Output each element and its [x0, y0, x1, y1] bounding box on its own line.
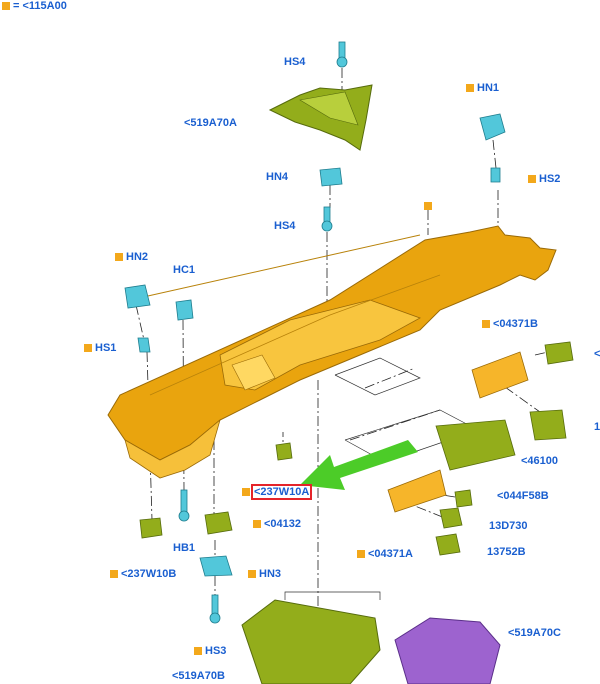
- green-clips: [139, 341, 574, 556]
- callout-hn3[interactable]: HN3: [248, 568, 281, 580]
- callout-hs3[interactable]: HS3: [194, 645, 226, 657]
- fasteners: [124, 41, 506, 624]
- console-519a70c-shape: [394, 617, 501, 684]
- callout-text: 13D730: [489, 520, 528, 532]
- callout-237w10b[interactable]: <237W10B: [110, 568, 176, 580]
- callout-text: HS4: [274, 220, 296, 232]
- callout-519a70c[interactable]: <519A70C: [508, 627, 561, 639]
- callout-hs2[interactable]: HS2: [528, 173, 560, 185]
- callout-hs4-mid[interactable]: HS4: [274, 220, 295, 232]
- callout-text: HN3: [259, 568, 282, 580]
- marker-icon: [424, 202, 432, 210]
- callout-46100[interactable]: <46100: [521, 455, 558, 467]
- callout-13d730[interactable]: 13D730: [489, 520, 528, 532]
- callout-hn2[interactable]: HN2: [115, 251, 148, 263]
- marker-icon: [194, 647, 202, 655]
- marker-panel: [424, 200, 435, 212]
- legend: = <115A00: [2, 0, 67, 12]
- callout-04132[interactable]: <04132: [253, 518, 301, 530]
- callout-519a70a[interactable]: <519A70A: [184, 117, 237, 129]
- green-arrow: [300, 440, 418, 490]
- bracket-519a70b-shape: [241, 599, 381, 684]
- callout-044f58b[interactable]: <044F58B: [497, 490, 549, 502]
- callout-hs1[interactable]: HS1: [84, 342, 116, 354]
- callout-text: HN1: [477, 82, 500, 94]
- callout-right-edge-2[interactable]: 1: [594, 421, 600, 433]
- callout-text: <519A70A: [184, 117, 237, 129]
- callout-text: <04371A: [368, 548, 413, 560]
- marker-icon: [242, 488, 250, 496]
- marker-icon: [466, 84, 474, 92]
- callout-text: <: [594, 348, 600, 360]
- callout-04371a[interactable]: <04371A: [357, 548, 413, 560]
- callout-text: HS3: [205, 645, 227, 657]
- callout-text: <04371B: [493, 318, 538, 330]
- marker-icon: [248, 570, 256, 578]
- callout-04371b[interactable]: <04371B: [482, 318, 538, 330]
- instrument-panel-shape: [107, 225, 557, 479]
- marker-icon: [482, 320, 490, 328]
- callout-text: 1: [594, 421, 600, 433]
- callout-text: <46100: [521, 455, 559, 467]
- callout-text: HN4: [266, 171, 289, 183]
- callout-text: HS1: [95, 342, 117, 354]
- callout-hs4-top[interactable]: HS4: [284, 56, 305, 68]
- bracket-519a70a-shape: [268, 84, 373, 151]
- callout-text: <519A70B: [172, 670, 225, 682]
- callout-13752b[interactable]: 13752B: [487, 546, 526, 558]
- callout-text: HS4: [284, 56, 306, 68]
- callout-text: <237W10B: [121, 568, 177, 580]
- callout-text: HB1: [173, 542, 196, 554]
- marker-icon: [110, 570, 118, 578]
- marker-icon: [357, 550, 365, 558]
- callout-hn4[interactable]: HN4: [266, 171, 288, 183]
- callout-text: HC1: [173, 264, 196, 276]
- callout-519a70b[interactable]: <519A70B: [172, 670, 225, 682]
- callout-text: HN2: [126, 251, 149, 263]
- legend-text: = <115A00: [13, 0, 67, 12]
- marker-icon: [528, 175, 536, 183]
- legend-marker: [2, 2, 10, 10]
- marker-icon: [84, 344, 92, 352]
- callout-text: 13752B: [487, 546, 526, 558]
- marker-icon: [253, 520, 261, 528]
- callout-text: <519A70C: [508, 627, 561, 639]
- marker-icon: [115, 253, 123, 261]
- callout-hb1[interactable]: HB1: [173, 542, 195, 554]
- orange-brackets: [387, 351, 529, 513]
- callout-text: <044F58B: [497, 490, 549, 502]
- callout-text: HS2: [539, 173, 561, 185]
- callout-right-edge-1[interactable]: <: [594, 348, 600, 360]
- callout-text-highlighted: <237W10A: [250, 484, 313, 500]
- callout-text: <04132: [264, 518, 302, 530]
- callout-hn1[interactable]: HN1: [466, 82, 499, 94]
- callout-hc1[interactable]: HC1: [173, 264, 195, 276]
- callout-237w10a[interactable]: <237W10A: [242, 484, 313, 500]
